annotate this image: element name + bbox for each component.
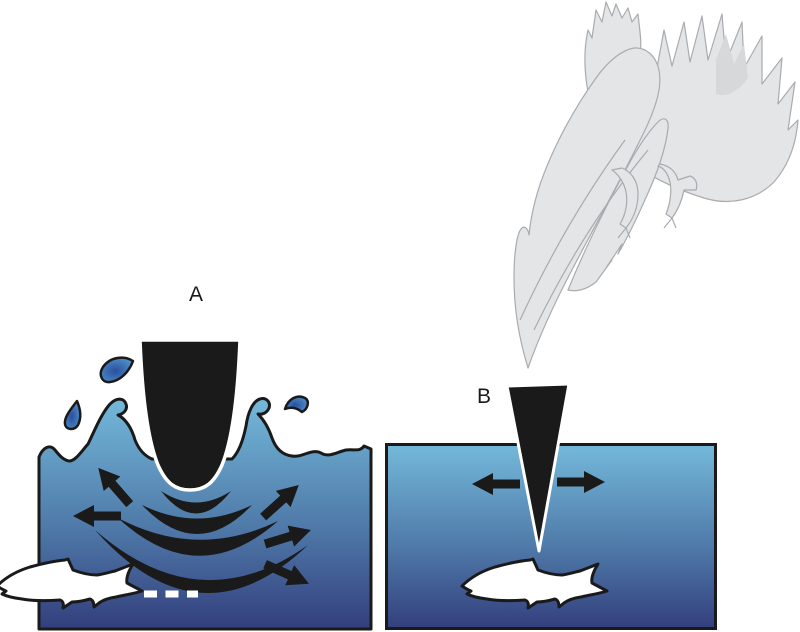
blunt-object: [138, 338, 242, 492]
droplet: [283, 395, 310, 414]
bird-feet: [611, 163, 698, 239]
bird-body: [513, 47, 661, 369]
shockwave-arc: [95, 530, 308, 594]
wing-fold-lines: [519, 139, 649, 331]
panel-b: B: [385, 382, 717, 630]
shockwave-arc: [142, 505, 252, 534]
wing-feathers: [625, 13, 799, 203]
panel-b-label: B: [477, 385, 491, 408]
panel-a-label: A: [189, 283, 203, 306]
shockwave-arc: [118, 518, 278, 556]
droplet: [99, 356, 135, 384]
splash-droplets: [63, 356, 310, 431]
foot: [611, 167, 639, 229]
droplet: [63, 399, 82, 431]
shockwave-arcs: [95, 491, 308, 594]
panel-a: A: [0, 283, 373, 631]
kingfisher-silhouette: [513, 1, 799, 369]
foot: [657, 163, 698, 219]
claws: [617, 217, 677, 239]
shockwave-arc: [161, 491, 231, 514]
wing-shade: [716, 34, 748, 96]
pointed-beak-object: [505, 382, 571, 553]
